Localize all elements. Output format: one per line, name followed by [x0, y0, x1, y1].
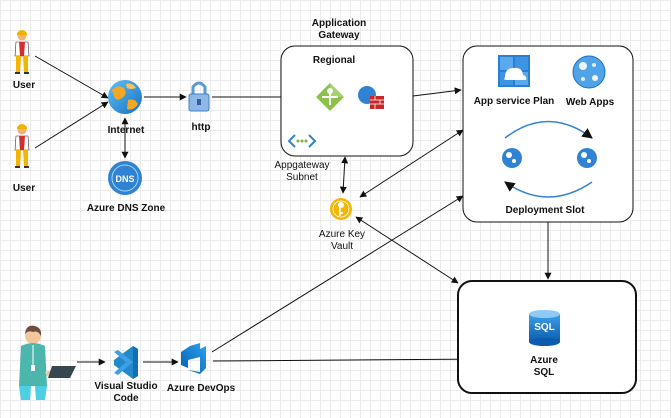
sql-database-icon	[529, 310, 560, 346]
edge-appgateway-appservice	[412, 87, 462, 97]
azure-devops-label: Azure DevOps	[166, 383, 236, 394]
dns-zone-label: Azure DNS Zone	[86, 203, 166, 214]
visual-studio-line1: Visual Studio	[94, 381, 158, 392]
edge-keyvault-sql	[355, 216, 459, 284]
regional-label: Regional	[312, 55, 356, 66]
dns-icon	[108, 161, 142, 195]
lock-icon	[188, 81, 210, 112]
key-vault-line1: Azure Key	[318, 229, 366, 240]
visual-studio-line2: Code	[113, 393, 139, 404]
internet-label: Internet	[107, 125, 145, 136]
subnet-icon	[287, 134, 317, 148]
edge-devops-appservice	[211, 195, 464, 353]
app-service-plan-label: App service Plan	[473, 96, 555, 107]
web-apps-label: Web Apps	[565, 97, 615, 108]
http-label: http	[191, 122, 211, 133]
user-icon	[14, 29, 30, 75]
dns-badge: DNS	[115, 174, 135, 184]
appgw-subnet-line1: Appgateway	[274, 160, 330, 171]
app-gateway-title-line2: Gateway	[318, 30, 360, 41]
edge-user1-internet	[34, 55, 109, 99]
web-apps-icon	[572, 55, 606, 89]
user-2-label: User	[12, 183, 36, 194]
sql-badge: SQL	[534, 322, 555, 333]
edge-gateway-keyvault	[339, 156, 349, 194]
app-service-container	[462, 45, 634, 223]
developer-icon	[19, 325, 76, 400]
key-vault-icon	[330, 198, 352, 220]
user-icon	[14, 123, 30, 169]
appgw-subnet-line2: Subnet	[286, 172, 318, 183]
edge-devops-sql	[212, 355, 492, 363]
app-gateway-title-line1: Application	[311, 18, 367, 29]
app-gateway-container	[280, 45, 414, 157]
deployment-slot-icon	[502, 120, 597, 198]
azure-sql-line1: Azure	[530, 355, 558, 366]
app-service-plan-icon	[498, 55, 530, 87]
firewall-icon	[358, 86, 384, 109]
app-gateway-icon	[316, 83, 344, 111]
azure-devops-icon	[181, 343, 206, 374]
edge-keyvault-appservice	[359, 129, 464, 198]
user-1-label: User	[12, 80, 36, 91]
edge-user2-internet	[34, 101, 109, 149]
key-vault-line2: Vault	[330, 241, 354, 252]
globe-icon	[108, 80, 142, 114]
deployment-slot-label: Deployment Slot	[505, 205, 585, 216]
azure-sql-line2: SQL	[533, 367, 555, 378]
vscode-icon	[114, 346, 138, 379]
